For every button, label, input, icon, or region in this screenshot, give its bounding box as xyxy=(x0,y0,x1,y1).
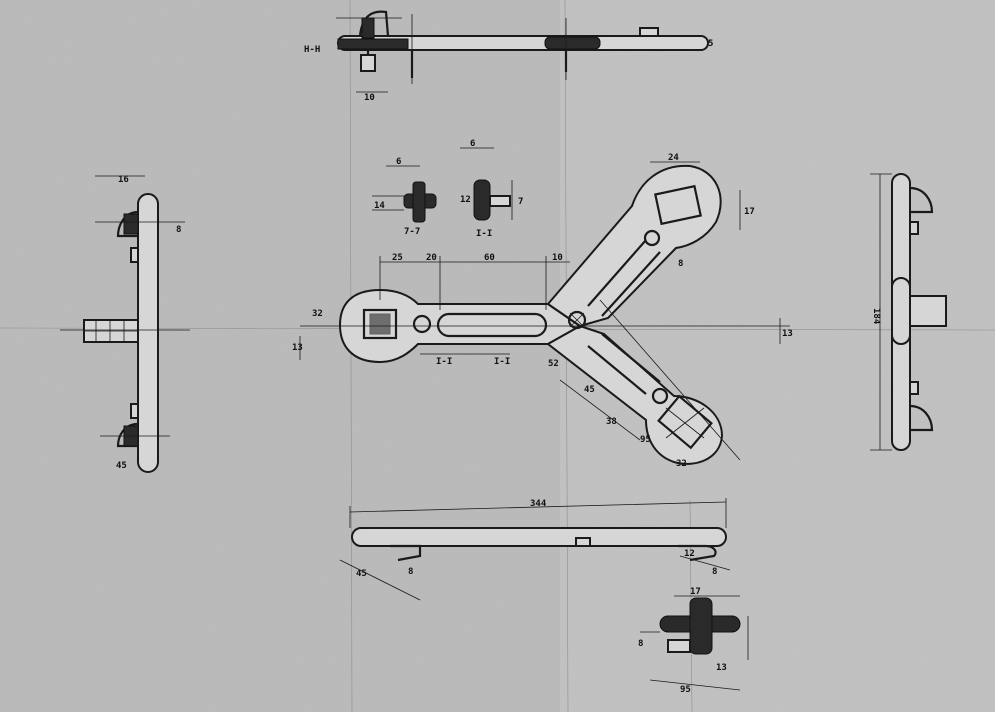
bottom-view: 344 45 8 12 8 xyxy=(339,498,731,601)
dim-arm-tip: 95 xyxy=(640,435,651,445)
dim-left-bottom: 45 xyxy=(116,461,127,471)
dim-top-arm-width: 24 xyxy=(668,153,679,163)
dim-7-7-height: 14 xyxy=(374,201,385,211)
dim-arm-end: 52 xyxy=(548,359,559,369)
dim-bottom-length: 344 xyxy=(530,499,547,509)
dim-top-arm-depth: 17 xyxy=(744,207,755,217)
label-section-top: H-H xyxy=(304,45,320,55)
paper-light-area xyxy=(560,0,995,712)
dim-7-7-top: 6 xyxy=(396,157,401,167)
dim-left-top: 16 xyxy=(118,175,129,185)
section-I-I: I-I 12 7 6 xyxy=(460,139,523,239)
dim-upper-angle: 8 xyxy=(678,259,683,269)
bottom-detail-section: 17 95 13 8 xyxy=(638,587,749,695)
left-side-view: 16 8 45 xyxy=(60,175,190,473)
main-y-bracket-plan: 60 10 25 20 24 17 32 13 13 45 38 52 95 3… xyxy=(292,153,793,469)
dim-left-offset: 13 xyxy=(292,343,303,353)
dim-right-offset: 13 xyxy=(782,329,793,339)
dim-section-mark-right: I-I xyxy=(494,357,510,367)
dim-bottom-left-2: 8 xyxy=(408,567,413,577)
dim-I-I-side: 7 xyxy=(518,197,523,207)
dim-top-tab: 5 xyxy=(708,39,713,49)
section-7-7: 7-7 14 6 xyxy=(372,157,437,237)
dim-bottom-right: 12 xyxy=(684,549,695,559)
dim-detail-top: 17 xyxy=(690,587,701,597)
dim-left-radius: 32 xyxy=(312,309,323,319)
dim-slot-c: 20 xyxy=(426,253,437,263)
dim-left-side: 8 xyxy=(176,225,181,235)
dim-arm-width: 38 xyxy=(606,417,617,427)
dim-I-I-top: 6 xyxy=(470,139,475,149)
dim-I-I-height: 12 xyxy=(460,195,471,205)
dim-bottom-right-2: 8 xyxy=(712,567,717,577)
dim-lower-radius: 32 xyxy=(676,459,687,469)
dim-section-mark-left: I-I xyxy=(436,357,452,367)
dim-detail-left: 8 xyxy=(638,639,643,649)
dim-slot-length: 60 xyxy=(484,253,495,263)
dim-detail-bottom: 95 xyxy=(680,685,691,695)
dim-slot-b: 25 xyxy=(392,253,403,263)
label-section-7-7: 7-7 xyxy=(404,227,420,237)
dim-slot-a: 10 xyxy=(552,253,563,263)
label-section-I-I: I-I xyxy=(476,229,492,239)
right-side-view: 184 xyxy=(870,173,947,451)
top-section-view: H-H 5 10 xyxy=(304,10,713,103)
dim-detail-side: 13 xyxy=(716,663,727,673)
dim-right-length: 184 xyxy=(871,308,881,325)
dim-bottom-left: 45 xyxy=(356,569,367,579)
dim-top-left: 10 xyxy=(364,93,375,103)
dim-arm-len: 45 xyxy=(584,385,595,395)
